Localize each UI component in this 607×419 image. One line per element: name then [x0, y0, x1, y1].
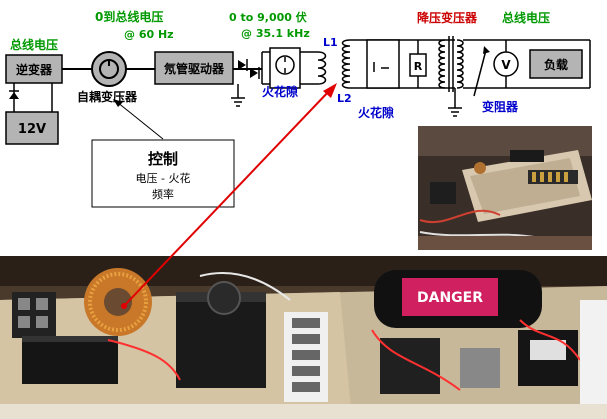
rheostat-label: 变阻器 [482, 99, 519, 114]
control-line1: 电压 - 火花 [136, 172, 191, 185]
rheostat-arrowhead [483, 46, 490, 54]
bottom-photo: DANGER [0, 256, 607, 419]
variac-range-label: 0到总线电压 [95, 9, 163, 24]
spark-gap-icon [275, 55, 295, 75]
spark-gap-1-label: 火花隙 [262, 84, 298, 99]
l2-label: L2 [337, 92, 352, 105]
inset-photo [418, 126, 592, 250]
control-line2: 频率 [152, 187, 174, 201]
resistor-label: R [414, 60, 423, 73]
l1-label: L1 [323, 36, 338, 49]
autotransformer-label: 自耦变压器 [77, 89, 138, 104]
rheostat-arrow-icon [473, 49, 487, 97]
primary-coil-icon [317, 51, 327, 85]
control-title: 控制 [148, 150, 178, 168]
red-pointer-dot [121, 303, 127, 309]
diode-icon [9, 92, 19, 99]
resistor-box [409, 53, 427, 77]
bus-voltage-right-label: 总线电压 [502, 10, 550, 25]
battery-label: 12V [18, 122, 46, 137]
spark-gap-2-label: 火花隙 [358, 105, 394, 120]
sg-voltage-label: 0 to 9,000 伏 [229, 10, 307, 24]
load-box [529, 49, 583, 79]
load-label: 负载 [544, 57, 568, 72]
diode-icon-3 [250, 68, 258, 78]
red-arrowhead-icon [323, 83, 337, 98]
diode-icon-2 [238, 60, 246, 70]
spark-gap-1-box [269, 47, 301, 89]
spark-gap-2-box [366, 39, 400, 89]
control-box [91, 139, 235, 208]
inverter-box [5, 54, 63, 84]
control-arrow [116, 101, 164, 140]
neon-driver-label: 氖管驱动器 [164, 61, 225, 76]
control-arrowhead [113, 99, 123, 107]
stepdown-coil-right-icon [456, 39, 464, 89]
stepdown-label: 降压变压器 [417, 10, 478, 25]
variac-freq-label: @ 60 Hz [124, 28, 174, 41]
sg-freq-label: @ 35.1 kHz [241, 27, 310, 40]
bus-voltage-left-label: 总线电压 [10, 37, 58, 52]
secondary-coil-icon [341, 39, 351, 89]
red-pointer-arrow [123, 88, 332, 307]
voltmeter-label: V [501, 58, 511, 72]
neon-driver-box [154, 51, 234, 85]
danger-label: DANGER [417, 290, 483, 306]
battery-box [5, 111, 59, 145]
stepdown-coil-left-icon [438, 39, 446, 89]
inverter-label: 逆变器 [16, 62, 53, 77]
